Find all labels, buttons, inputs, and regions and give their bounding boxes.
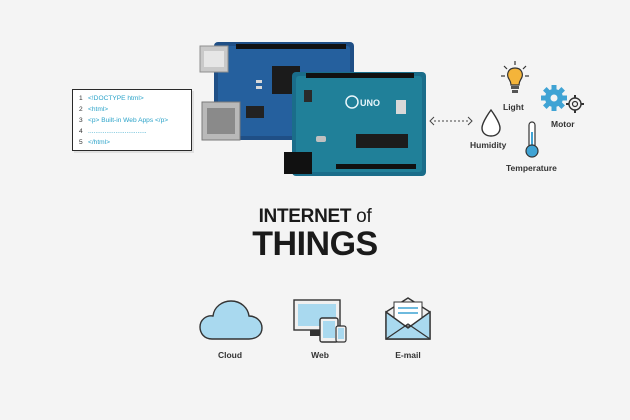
sensor-label-humidity: Humidity (470, 140, 507, 150)
code-line: 4................................ (79, 128, 147, 135)
gear-icon (541, 85, 584, 113)
water-drop-icon (481, 108, 501, 137)
thermometer-icon (525, 121, 539, 158)
service-label-web: Web (311, 350, 329, 360)
code-snippet-box: 1<!DOCTYPE html> 2<html> 3<p> Built-in W… (72, 89, 192, 151)
sensor-label-temperature: Temperature (506, 163, 557, 173)
lightbulb-icon (501, 61, 529, 93)
email-envelope-icon (385, 297, 431, 340)
devices-icon (293, 299, 347, 343)
service-label-email: E-mail (395, 350, 421, 360)
code-line: 5</html> (79, 139, 110, 146)
title-line-2: THINGS (252, 225, 378, 263)
title-line-1: INTERNET of (0, 206, 630, 228)
service-label-cloud: Cloud (217, 350, 243, 360)
title-of: of (356, 206, 372, 227)
code-line: 3<p> Built-in Web Apps </p> (79, 117, 169, 124)
sensor-label-motor: Motor (551, 119, 575, 129)
code-line: 2<html> (79, 106, 109, 113)
title-internet: INTERNET (258, 206, 352, 227)
link-arrow-icon (429, 116, 473, 126)
arduino-board-illustration: UNO (199, 42, 426, 176)
board-logo-text: UNO (360, 98, 380, 108)
sensor-label-light: Light (503, 102, 524, 112)
cloud-icon (199, 300, 263, 340)
code-line: 1<!DOCTYPE html> (79, 95, 144, 102)
